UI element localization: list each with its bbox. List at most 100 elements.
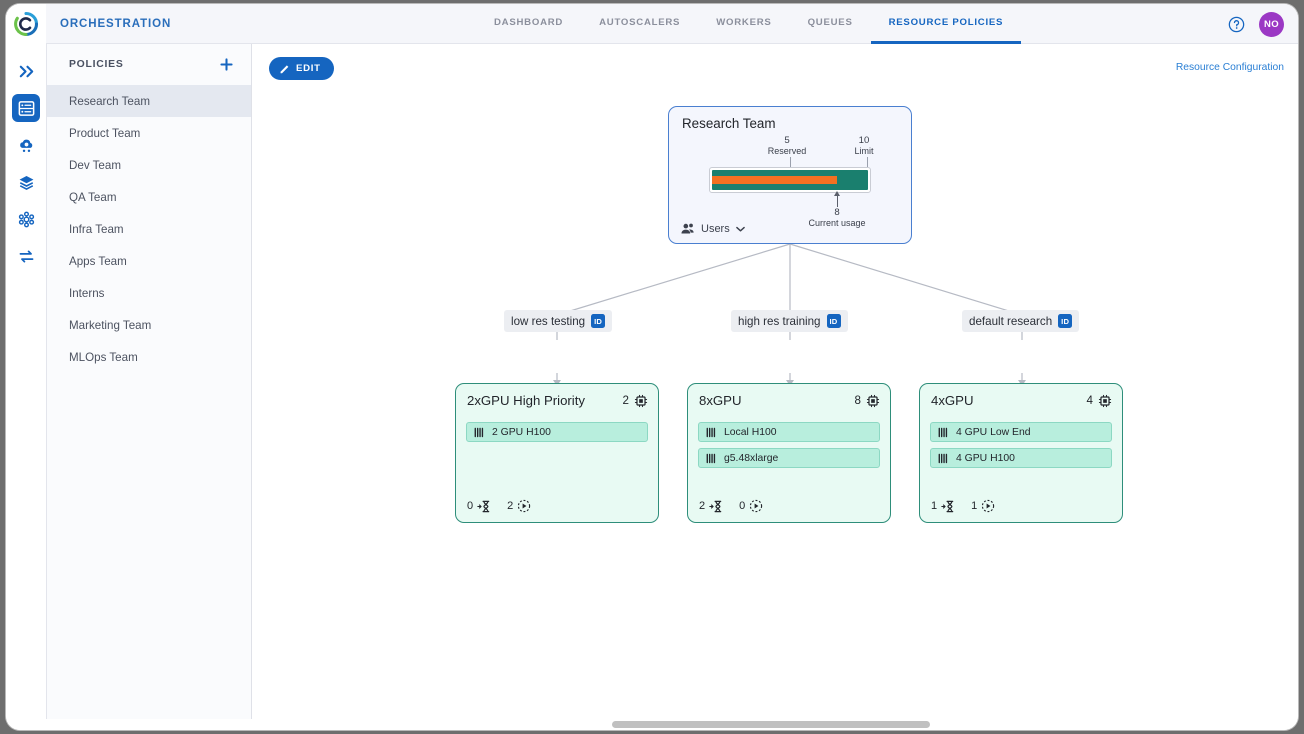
- edit-button-label: EDIT: [296, 63, 321, 74]
- transfer-arrows-icon: [19, 250, 33, 262]
- quota-gauge: 5 Reserved 10 Limit: [707, 135, 875, 228]
- resource-configuration-link[interactable]: Resource Configuration: [1175, 62, 1284, 73]
- pending-jobs-value: 2: [699, 500, 706, 512]
- sidebar-item-dev-team[interactable]: Dev Team: [69, 158, 121, 172]
- plus-icon: [219, 58, 233, 71]
- covalent-logo-icon: [14, 11, 39, 36]
- policy-canvas: EDIT Resource Configuration Research Tea…: [252, 44, 1298, 730]
- sidebar-item-marketing-team[interactable]: Marketing Team: [69, 318, 152, 332]
- resource-row-label: 2 GPU H100: [492, 426, 551, 438]
- gauge-usage-label: 8 Current usage: [808, 207, 866, 228]
- hourglass-queue-icon: [709, 500, 722, 512]
- id-badge-icon: ID: [1058, 314, 1073, 328]
- rail-item-resources[interactable]: [12, 94, 40, 122]
- rail-item-layers[interactable]: [12, 168, 40, 196]
- resource-card-footer: 2 0: [699, 499, 763, 513]
- gauge-reserved-label: 5 Reserved: [767, 135, 807, 156]
- sidebar-item-research-team[interactable]: Research Team: [47, 85, 251, 117]
- queue-pill-default-research[interactable]: default research ID: [962, 310, 1080, 332]
- running-jobs-stat: 0: [739, 499, 763, 513]
- id-badge-icon: ID: [591, 314, 606, 328]
- app-logo[interactable]: [6, 4, 46, 44]
- tab-resource-policies[interactable]: RESOURCE POLICIES: [870, 4, 1022, 44]
- app-window: ORCHESTRATION DASHBOARD AUTOSCALERS WORK…: [6, 4, 1298, 730]
- chevron-down-icon: [735, 226, 745, 232]
- icon-rail: [6, 44, 47, 730]
- sidebar-item-interns[interactable]: Interns: [69, 286, 105, 300]
- layers-icon: [19, 175, 33, 190]
- queue-pill-high-res-training[interactable]: high res training ID: [731, 310, 848, 332]
- policies-header: POLICIES: [47, 44, 251, 85]
- resource-card-title: 2xGPU High Priority: [467, 393, 585, 408]
- running-jobs-stat: 2: [507, 499, 531, 513]
- avatar[interactable]: NO: [1259, 11, 1284, 37]
- running-jobs-value: 2: [507, 500, 514, 512]
- pending-jobs-value: 1: [931, 500, 938, 512]
- resource-row-list: 4 GPU Low End 4 GPU H100: [930, 422, 1112, 468]
- resource-row[interactable]: g5.48xlarge: [698, 448, 880, 468]
- top-bar-actions: NO: [1228, 4, 1284, 44]
- gauge-capacity-bar: [712, 170, 868, 190]
- queue-label: high res training: [738, 314, 821, 328]
- add-policy-button[interactable]: [217, 56, 235, 74]
- hourglass-queue-icon: [941, 500, 954, 512]
- id-badge-icon: ID: [826, 314, 841, 328]
- resource-card-header: 8xGPU 8: [699, 393, 880, 408]
- gpu-bars-icon: [938, 427, 948, 437]
- gauge-usage-marker: [834, 191, 840, 207]
- queue-pill-low-res-testing[interactable]: low res testing ID: [504, 310, 613, 332]
- pending-jobs-value: 0: [467, 500, 474, 512]
- horizontal-scrollbar[interactable]: [6, 719, 1298, 730]
- resource-card-2xgpu-high-priority[interactable]: 2xGPU High Priority 2: [455, 383, 659, 523]
- top-tabs: DASHBOARD AUTOSCALERS WORKERS QUEUES RES…: [476, 4, 1022, 44]
- double-chevron-right-icon: [19, 65, 33, 77]
- gauge-tick-limit: [867, 157, 868, 168]
- sidebar-item-infra-team[interactable]: Infra Team: [69, 222, 124, 236]
- pending-jobs-stat: 1: [931, 500, 956, 513]
- rail-item-cloud-settings[interactable]: [12, 131, 40, 159]
- rail-item-models[interactable]: [12, 205, 40, 233]
- resource-row[interactable]: 2 GPU H100: [466, 422, 648, 442]
- resource-row[interactable]: 4 GPU Low End: [930, 422, 1112, 442]
- gauge-limit-label: 10 Limit: [854, 135, 874, 156]
- resource-row-label: Local H100: [724, 426, 777, 438]
- tab-queues[interactable]: QUEUES: [807, 17, 853, 28]
- resource-card-count: 2: [623, 394, 648, 408]
- tab-autoscalers[interactable]: AUTOSCALERS: [599, 17, 681, 28]
- resource-card-8xgpu[interactable]: 8xGPU 8 Local: [687, 383, 891, 523]
- users-dropdown[interactable]: Users: [680, 222, 745, 235]
- top-bar: ORCHESTRATION DASHBOARD AUTOSCALERS WORK…: [6, 4, 1298, 44]
- resource-count-value: 8: [854, 394, 861, 407]
- scrollbar-thumb[interactable]: [612, 721, 930, 728]
- users-label: Users: [701, 222, 730, 235]
- resource-row-label: 4 GPU Low End: [956, 426, 1031, 438]
- rail-item-expand[interactable]: [12, 57, 40, 85]
- tab-dashboard[interactable]: DASHBOARD: [494, 17, 564, 28]
- sidebar-item-mlops-team[interactable]: MLOps Team: [69, 350, 138, 364]
- resource-row-label: g5.48xlarge: [724, 452, 779, 464]
- sidebar-item-qa-team[interactable]: QA Team: [69, 190, 117, 204]
- sidebar-item-apps-team[interactable]: Apps Team: [69, 254, 127, 268]
- help-circle-icon[interactable]: [1228, 16, 1245, 33]
- cpu-chip-icon: [634, 394, 648, 407]
- edit-button[interactable]: EDIT: [269, 57, 334, 80]
- cpu-chip-icon: [1098, 394, 1112, 407]
- sidebar-item-product-team[interactable]: Product Team: [69, 126, 141, 140]
- resource-count-value: 2: [622, 394, 629, 407]
- gauge-bar: [709, 167, 871, 193]
- resource-row-label: 4 GPU H100: [956, 452, 1015, 464]
- resource-row[interactable]: Local H100: [698, 422, 880, 442]
- policies-title: POLICIES: [69, 59, 124, 70]
- server-rack-icon: [18, 100, 34, 116]
- resource-card-title: 8xGPU: [699, 393, 742, 408]
- running-play-icon: [982, 499, 995, 513]
- resource-card-4xgpu[interactable]: 4xGPU 4 4 GPU: [919, 383, 1123, 523]
- resource-count-value: 4: [1086, 394, 1093, 407]
- rail-item-transfers[interactable]: [12, 242, 40, 270]
- policy-node[interactable]: Research Team 5 Reserved 10 Limit: [668, 106, 912, 244]
- resource-card-header: 2xGPU High Priority 2: [467, 393, 648, 408]
- resource-row[interactable]: 4 GPU H100: [930, 448, 1112, 468]
- policy-node-title: Research Team: [682, 116, 776, 131]
- gpu-bars-icon: [474, 427, 484, 437]
- tab-workers[interactable]: WORKERS: [716, 17, 772, 28]
